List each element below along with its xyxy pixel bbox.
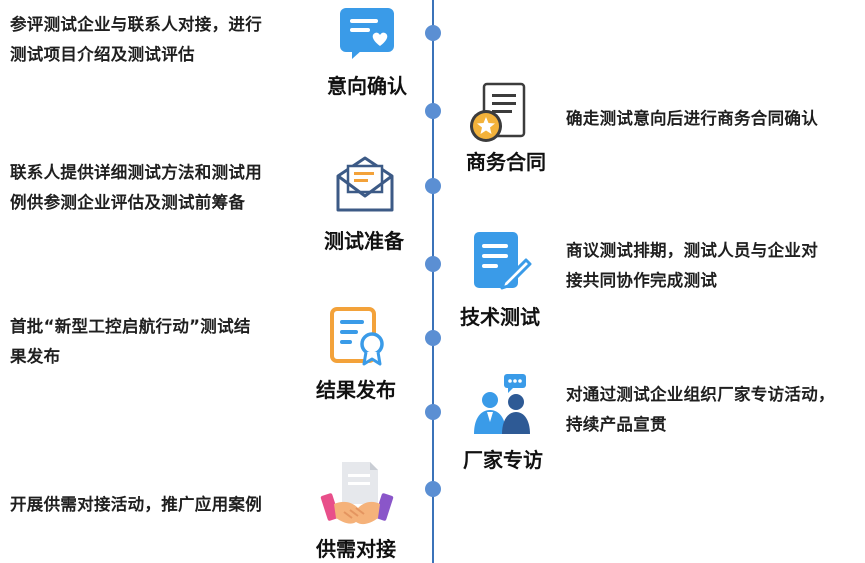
certificate-icon [330,307,384,366]
step-description: 商议测试排期，测试人员与企业对 接共同协作完成测试 [566,241,818,290]
message-heart-icon [340,8,394,59]
timeline-dot [425,256,441,272]
document-edit-icon [474,232,532,290]
timeline-dot [425,178,441,194]
step-label: 测试准备 [324,229,404,253]
handshake-icon [320,462,394,525]
step-label: 商务合同 [466,150,546,174]
step-description: 确走测试意向后进行商务合同确认 [566,109,818,128]
interview-people-icon [474,374,530,434]
step-description: 联系人提供详细测试方法和测试用 例供参测企业评估及测试前筹备 [10,163,262,212]
step-label: 供需对接 [316,537,396,561]
timeline-dot [425,25,441,41]
contract-seal-icon [470,82,526,142]
step-description: 对通过测试企业组织厂家专访活动， 持续产品宣贯 [566,385,835,434]
timeline-line [432,0,434,563]
step-description: 首批“新型工控启航行动”测试结 果发布 [10,317,251,366]
step-label: 意向确认 [327,74,407,98]
step-label: 技术测试 [460,305,540,329]
timeline-dot [425,103,441,119]
timeline-dot [425,404,441,420]
step-label: 厂家专访 [463,448,543,472]
timeline-dot [425,481,441,497]
step-description: 参评测试企业与联系人对接，进行 测试项目介绍及测试评估 [10,15,262,64]
timeline-dot [425,330,441,346]
step-description: 开展供需对接活动，推广应用案例 [10,495,262,514]
envelope-icon [336,156,394,212]
step-label: 结果发布 [316,378,396,402]
